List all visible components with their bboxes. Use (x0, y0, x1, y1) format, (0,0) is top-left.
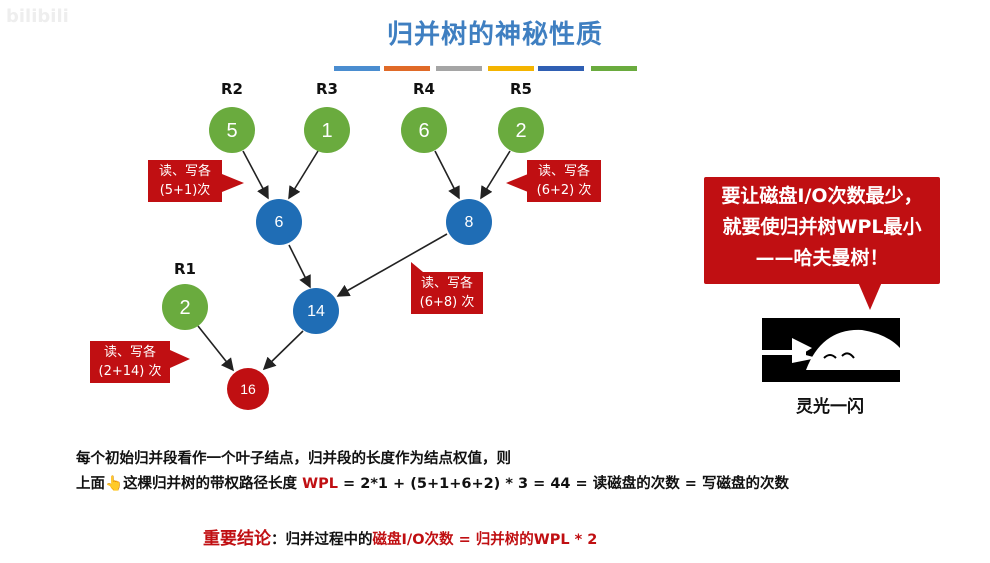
edge (242, 150, 269, 200)
callout-tail (506, 174, 528, 192)
image-caption: 灵光一闪 (796, 397, 864, 417)
title-bar (384, 66, 430, 71)
run-label-r4: R4 (413, 80, 435, 98)
insight-callout: 要让磁盘I/O次数最少，就要使归并树WPL最小——哈夫曼树！ (704, 177, 940, 284)
leaf-node (401, 107, 447, 153)
internal-node (293, 288, 339, 334)
callout-6-2: 读、写各(6+2) 次 (527, 160, 601, 202)
watermark: bilibili (6, 6, 69, 27)
callout-tail (411, 262, 431, 272)
title-bar (538, 66, 584, 71)
node-value: 8 (465, 214, 474, 231)
title-bar (334, 66, 380, 71)
node-value: 5 (226, 120, 237, 142)
run-label-r1: R1 (174, 260, 196, 278)
node-value: 6 (418, 120, 429, 142)
internal-node (256, 199, 302, 245)
edge (197, 325, 234, 372)
edge (288, 244, 311, 289)
run-label-r2: R2 (221, 80, 243, 98)
callout-6-8: 读、写各(6+8) 次 (411, 272, 483, 314)
root-node (227, 368, 269, 410)
run-label-r3: R3 (316, 80, 338, 98)
run-label-r5: R5 (510, 80, 532, 98)
leaf-node (162, 284, 208, 330)
node-value: 16 (240, 381, 256, 397)
conclusion: 重要结论：归并过程中的磁盘I/O次数 = 归并树的WPL * 2 (203, 529, 598, 549)
node-value: 14 (307, 303, 325, 320)
node-value: 6 (275, 214, 284, 231)
explanation-line-2: 上面👆这棵归并树的带权路径长度 WPL = 2*1 + (5+1+6+2) * … (76, 476, 789, 492)
edge (480, 150, 511, 200)
edge (434, 150, 460, 200)
tree-edges (197, 150, 511, 372)
node-value: 1 (321, 120, 332, 142)
callout-2-14: 读、写各(2+14) 次 (90, 341, 170, 383)
pointing-up-icon: 👆 (105, 476, 124, 492)
callout-tail (222, 174, 244, 192)
internal-node (446, 199, 492, 245)
title-bar (591, 66, 637, 71)
callout-tail (170, 350, 190, 368)
leaf-node (498, 107, 544, 153)
explanation-line-1: 每个初始归并段看作一个叶子结点，归并段的长度作为结点权值，则 (76, 451, 511, 467)
title-bar (488, 66, 534, 71)
leaf-node (304, 107, 350, 153)
callout-5-1: 读、写各(5+1)次 (148, 160, 222, 202)
edge (336, 233, 448, 297)
inspiration-image (762, 318, 900, 382)
edge (262, 330, 304, 371)
edge (288, 150, 319, 200)
node-value: 2 (515, 120, 526, 142)
callout-tail (858, 282, 882, 310)
title-bar (436, 66, 482, 71)
leaf-node (209, 107, 255, 153)
node-value: 2 (179, 297, 190, 319)
slide-title: 归并树的神秘性质 (386, 20, 603, 50)
